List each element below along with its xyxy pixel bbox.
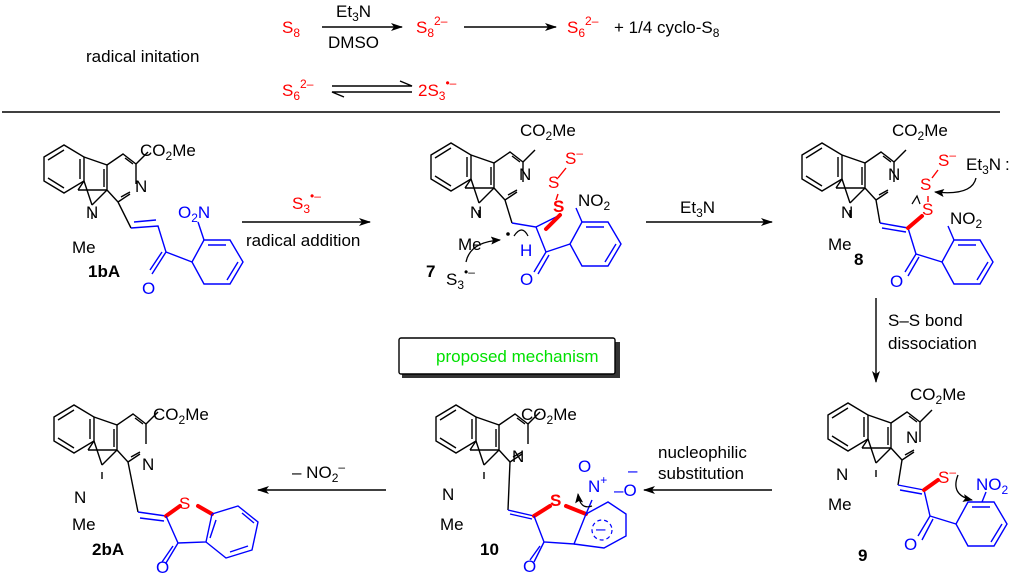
reagent-dmso: DMSO <box>328 33 379 52</box>
carbonyl-o: O <box>520 270 533 289</box>
pyridine-n: N <box>135 177 147 196</box>
indole-n: N <box>86 203 98 222</box>
condition-dissociation: dissociation <box>888 334 977 353</box>
condition-radical-addition: radical addition <box>246 231 360 250</box>
nitro-o1: O <box>578 457 591 476</box>
sulfur-3: S– <box>565 146 583 168</box>
compound-8: CO2Me N N Me S S S– Et3N: O NO2 8 <box>801 121 1010 291</box>
s3-radical-anion: 2S3•– <box>418 76 457 103</box>
compound-label-10: 10 <box>480 540 499 559</box>
condition-ss-bond: S–S bond <box>888 311 963 330</box>
s8-dianion: S82– <box>416 14 448 40</box>
compound-label-2bA: 2bA <box>92 540 124 559</box>
co2me-label: CO2Me <box>892 121 948 143</box>
curved-arrow <box>465 236 501 263</box>
co2me-label: CO2Me <box>520 121 576 143</box>
compound-7: CO2Me N N Me S S S– H O NO2 7 S3•– <box>426 121 622 292</box>
s6-dianion-2: S62– <box>282 77 314 103</box>
sulfur-3: S– <box>938 148 956 170</box>
compound-10: CO2Me N N Me S O – N+ O –O – 10 <box>435 404 638 576</box>
initiation-label: radical initation <box>86 47 199 66</box>
carbonyl-o: O <box>156 558 169 577</box>
half-arrow <box>513 229 529 237</box>
pyridine-n: N <box>519 165 531 184</box>
hydrogen: H <box>520 241 532 260</box>
n-methyl: Me <box>72 238 96 257</box>
pyridine-n: N <box>512 447 524 466</box>
compound-1bA: CO2Me N N Me O O2N 1bA <box>43 141 244 298</box>
indole-n: N <box>841 203 853 222</box>
s3-attacker: S3•– <box>446 265 475 292</box>
sulfur-2: S <box>548 173 559 192</box>
co2me-label: CO2Me <box>140 141 196 163</box>
compound-label-7: 7 <box>426 262 435 281</box>
nitro-label: NO2 <box>578 191 611 213</box>
indole-n: N <box>470 203 482 222</box>
nitro-o2: –O <box>614 481 637 500</box>
curved-arrow <box>934 177 977 197</box>
thioether-s: S <box>550 491 561 510</box>
n-methyl: Me <box>828 495 852 514</box>
pyridine-n: N <box>906 428 918 447</box>
nitro-label: NO2 <box>950 209 983 231</box>
reagent-et3n-step2: Et3N <box>680 198 715 220</box>
equilibrium-forward <box>332 80 413 87</box>
equilibrium-back <box>331 91 412 98</box>
sulfur-atom: S <box>922 200 933 219</box>
indole-n: N <box>836 465 848 484</box>
nitro-label: NO2 <box>976 475 1009 497</box>
indole-n: N <box>74 488 86 507</box>
carbonyl-o: O <box>890 272 903 291</box>
s6-dianion: S62– <box>567 14 599 40</box>
thiolate-s: S– <box>938 465 956 487</box>
nitro-n: N+ <box>588 473 607 496</box>
carbonyl-o: O <box>142 279 155 298</box>
sulfur-atom: S <box>553 197 564 216</box>
compound-label-8: 8 <box>854 250 863 269</box>
co2me-label: CO2Me <box>521 405 577 427</box>
condition-substitution: substitution <box>658 464 744 483</box>
reagent-minus-no2: – NO2– <box>292 460 345 485</box>
co2me-label: CO2Me <box>910 385 966 407</box>
condition-nucleophilic: nucleophilic <box>658 443 747 462</box>
box-label: proposed mechanism <box>436 347 599 366</box>
compound-label-1bA: 1bA <box>88 262 120 281</box>
indole-n: N <box>442 485 454 504</box>
carbonyl-o: O <box>523 557 536 576</box>
curved-arrow <box>575 493 593 508</box>
thioether-s: S <box>179 494 190 513</box>
proposed-mechanism-box: proposed mechanism <box>398 337 620 378</box>
compound-2bA: CO2Me N N Me S O 2bA <box>53 404 259 577</box>
pyridine-n: N <box>888 165 900 184</box>
sulfur-2: S <box>920 175 931 194</box>
curved-arrow <box>955 474 973 502</box>
carbonyl-o: O <box>904 535 917 554</box>
half-arrow <box>911 194 921 205</box>
nitro-label: O2N <box>178 203 210 225</box>
reagent-s3: S3•– <box>292 189 321 216</box>
co2me-label: CO2Me <box>153 405 209 427</box>
cyclo-s8: + 1/4 cyclo-S8 <box>614 18 720 40</box>
n-methyl: Me <box>828 235 852 254</box>
n-methyl: Me <box>440 515 464 534</box>
compound-9: CO2Me N N Me S– O NO2 9 <box>827 385 1009 565</box>
s8-reactant: S8 <box>282 18 300 40</box>
n-methyl: Me <box>72 515 96 534</box>
compound-label-9: 9 <box>858 546 867 565</box>
nitro-o2-charge: – <box>628 461 638 480</box>
pyridine-n: N <box>142 455 154 474</box>
reagent-et3n: Et3N <box>336 2 371 24</box>
cyclohexadienyl-anion: – <box>596 519 606 538</box>
et3n-nucleophile: Et3N: <box>966 155 1010 177</box>
n-methyl: Me <box>458 235 482 254</box>
initiation-block: radical initation S8 Et3N DMSO S82– S62–… <box>2 2 1000 113</box>
